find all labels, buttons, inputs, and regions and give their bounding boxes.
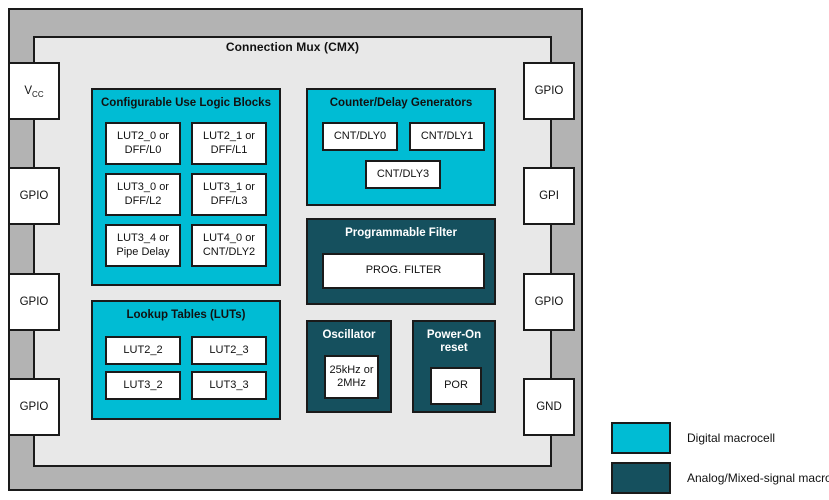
block-title: Counter/Delay Generators <box>329 97 473 109</box>
pin-right-gnd[interactable]: GND <box>523 378 575 436</box>
pin-left-gpio-3[interactable]: GPIO <box>8 378 60 436</box>
cell-prog-filter[interactable]: PROG. FILTER <box>322 253 485 289</box>
pin-label-subscript: CC <box>32 90 44 99</box>
cell-lut3-0[interactable]: LUT3_0 or DFF/L2 <box>105 173 181 216</box>
legend-label-analog: Analog/Mixed-signal macrocell <box>687 471 829 485</box>
pin-right-gpio-1[interactable]: GPIO <box>523 62 575 120</box>
pin-left-gpio-1[interactable]: GPIO <box>8 167 60 225</box>
block-title: Configurable Use Logic Blocks <box>101 97 271 109</box>
block-programmable-filter[interactable]: Programmable Filter PROG. FILTER <box>306 218 496 305</box>
cell-cnt-dly3[interactable]: CNT/DLY3 <box>365 160 441 189</box>
cell-lut3-3[interactable]: LUT3_3 <box>191 371 267 400</box>
legend-swatch-digital <box>611 422 671 454</box>
cell-lut3-1[interactable]: LUT3_1 or DFF/L3 <box>191 173 267 216</box>
block-power-on-reset[interactable]: Power-On reset POR <box>412 320 496 413</box>
legend-item-analog: Analog/Mixed-signal macrocell <box>611 462 829 494</box>
cell-cnt-dly1[interactable]: CNT/DLY1 <box>409 122 485 151</box>
cell-lut2-3[interactable]: LUT2_3 <box>191 336 267 365</box>
cell-lut3-4[interactable]: LUT3_4 or Pipe Delay <box>105 224 181 267</box>
block-lookup-tables[interactable]: Lookup Tables (LUTs) LUT2_2 LUT2_3 LUT3_… <box>91 300 281 420</box>
block-counter-delay-generators[interactable]: Counter/Delay Generators CNT/DLY0 CNT/DL… <box>306 88 496 206</box>
cell-cnt-dly0[interactable]: CNT/DLY0 <box>322 122 398 151</box>
connection-mux-title: Connection Mux (CMX) <box>225 40 360 54</box>
block-title: Programmable Filter <box>345 227 457 239</box>
cell-lut4-0[interactable]: LUT4_0 or CNT/DLY2 <box>191 224 267 267</box>
pin-left-vcc[interactable]: VCC <box>8 62 60 120</box>
pin-label: VCC <box>24 85 44 99</box>
legend-item-digital: Digital macrocell <box>611 422 775 454</box>
cell-lut2-2[interactable]: LUT2_2 <box>105 336 181 365</box>
block-title: Power-On reset <box>426 329 482 354</box>
cell-lut2-0[interactable]: LUT2_0 or DFF/L0 <box>105 122 181 165</box>
pin-right-gpi[interactable]: GPI <box>523 167 575 225</box>
block-oscillator[interactable]: Oscillator 25kHz or 2MHz <box>306 320 392 413</box>
block-configurable-use-logic-blocks[interactable]: Configurable Use Logic Blocks LUT2_0 or … <box>91 88 281 286</box>
cell-oscillator-freq[interactable]: 25kHz or 2MHz <box>324 355 379 399</box>
legend-swatch-analog <box>611 462 671 494</box>
pin-right-gpio-2[interactable]: GPIO <box>523 273 575 331</box>
cell-lut3-2[interactable]: LUT3_2 <box>105 371 181 400</box>
cell-por[interactable]: POR <box>430 367 482 405</box>
pin-left-gpio-2[interactable]: GPIO <box>8 273 60 331</box>
legend-label-digital: Digital macrocell <box>687 431 776 445</box>
cell-lut2-1[interactable]: LUT2_1 or DFF/L1 <box>191 122 267 165</box>
block-title: Lookup Tables (LUTs) <box>126 309 246 321</box>
block-title: Oscillator <box>322 329 376 341</box>
